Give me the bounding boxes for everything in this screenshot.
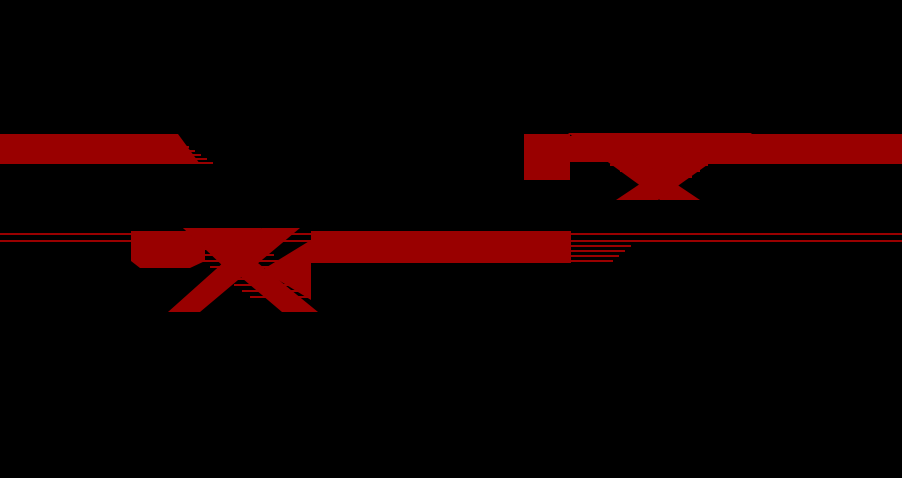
node-layer [0, 0, 902, 478]
diagram-canvas [0, 0, 902, 478]
